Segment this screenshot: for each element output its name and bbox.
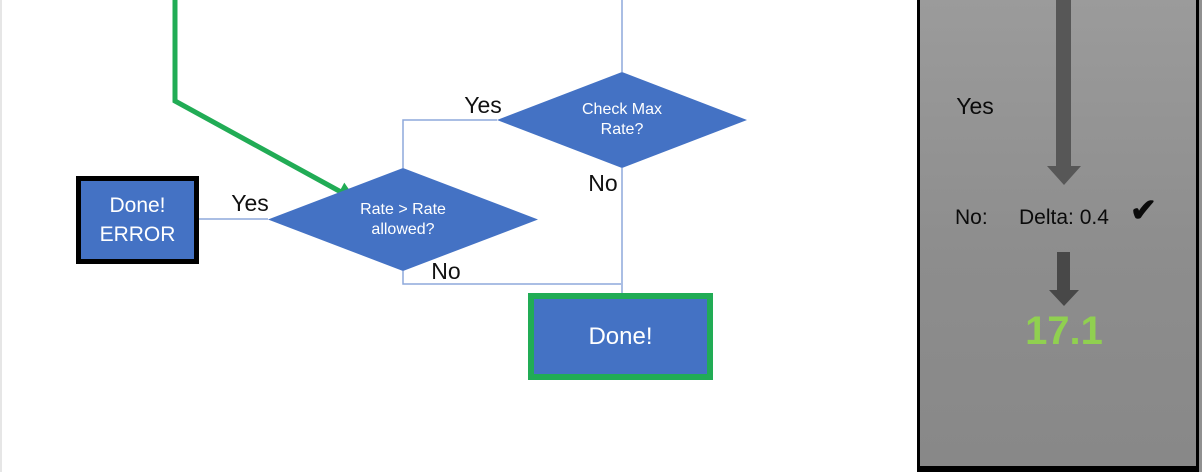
down-arrow-small-head-icon <box>1049 290 1079 306</box>
check-max-decision-label: Check Max Rate? <box>581 101 663 138</box>
result-value: 17.1 <box>1025 309 1103 353</box>
diamond-check-max-rate <box>497 72 747 168</box>
rate-decision-label: Rate > Rate allowed? <box>360 201 446 238</box>
checkmax-no-label: No <box>588 170 618 196</box>
down-arrow-small-icon <box>1057 252 1070 290</box>
down-arrow-icon <box>1056 0 1071 166</box>
green-path-line <box>172 0 343 195</box>
panel-no-label: No: <box>955 206 988 229</box>
connector-lines <box>199 0 623 293</box>
connector-checkmax-yes <box>402 119 497 168</box>
right-edge-sliver <box>1199 0 1202 472</box>
connector-rate-no <box>402 271 621 285</box>
diamond-rate-allowed <box>268 168 538 271</box>
panel-yes-label: Yes <box>956 93 994 119</box>
panel-delta-value: Delta: 0.4 <box>1019 206 1109 229</box>
rate-no-label: No <box>431 258 461 284</box>
done-box: Done! <box>528 293 713 380</box>
check-icon: ✔ <box>1130 192 1157 228</box>
checkmax-yes-label: Yes <box>464 92 502 118</box>
rate-yes-label: Yes <box>231 190 269 216</box>
done-error-box: Done! ERROR <box>76 176 199 264</box>
side-panel: Yes No: Delta: 0.4 ✔ 17.1 <box>917 0 1199 472</box>
down-arrow-head-icon <box>1047 166 1081 185</box>
slide-left-edge <box>0 0 2 472</box>
